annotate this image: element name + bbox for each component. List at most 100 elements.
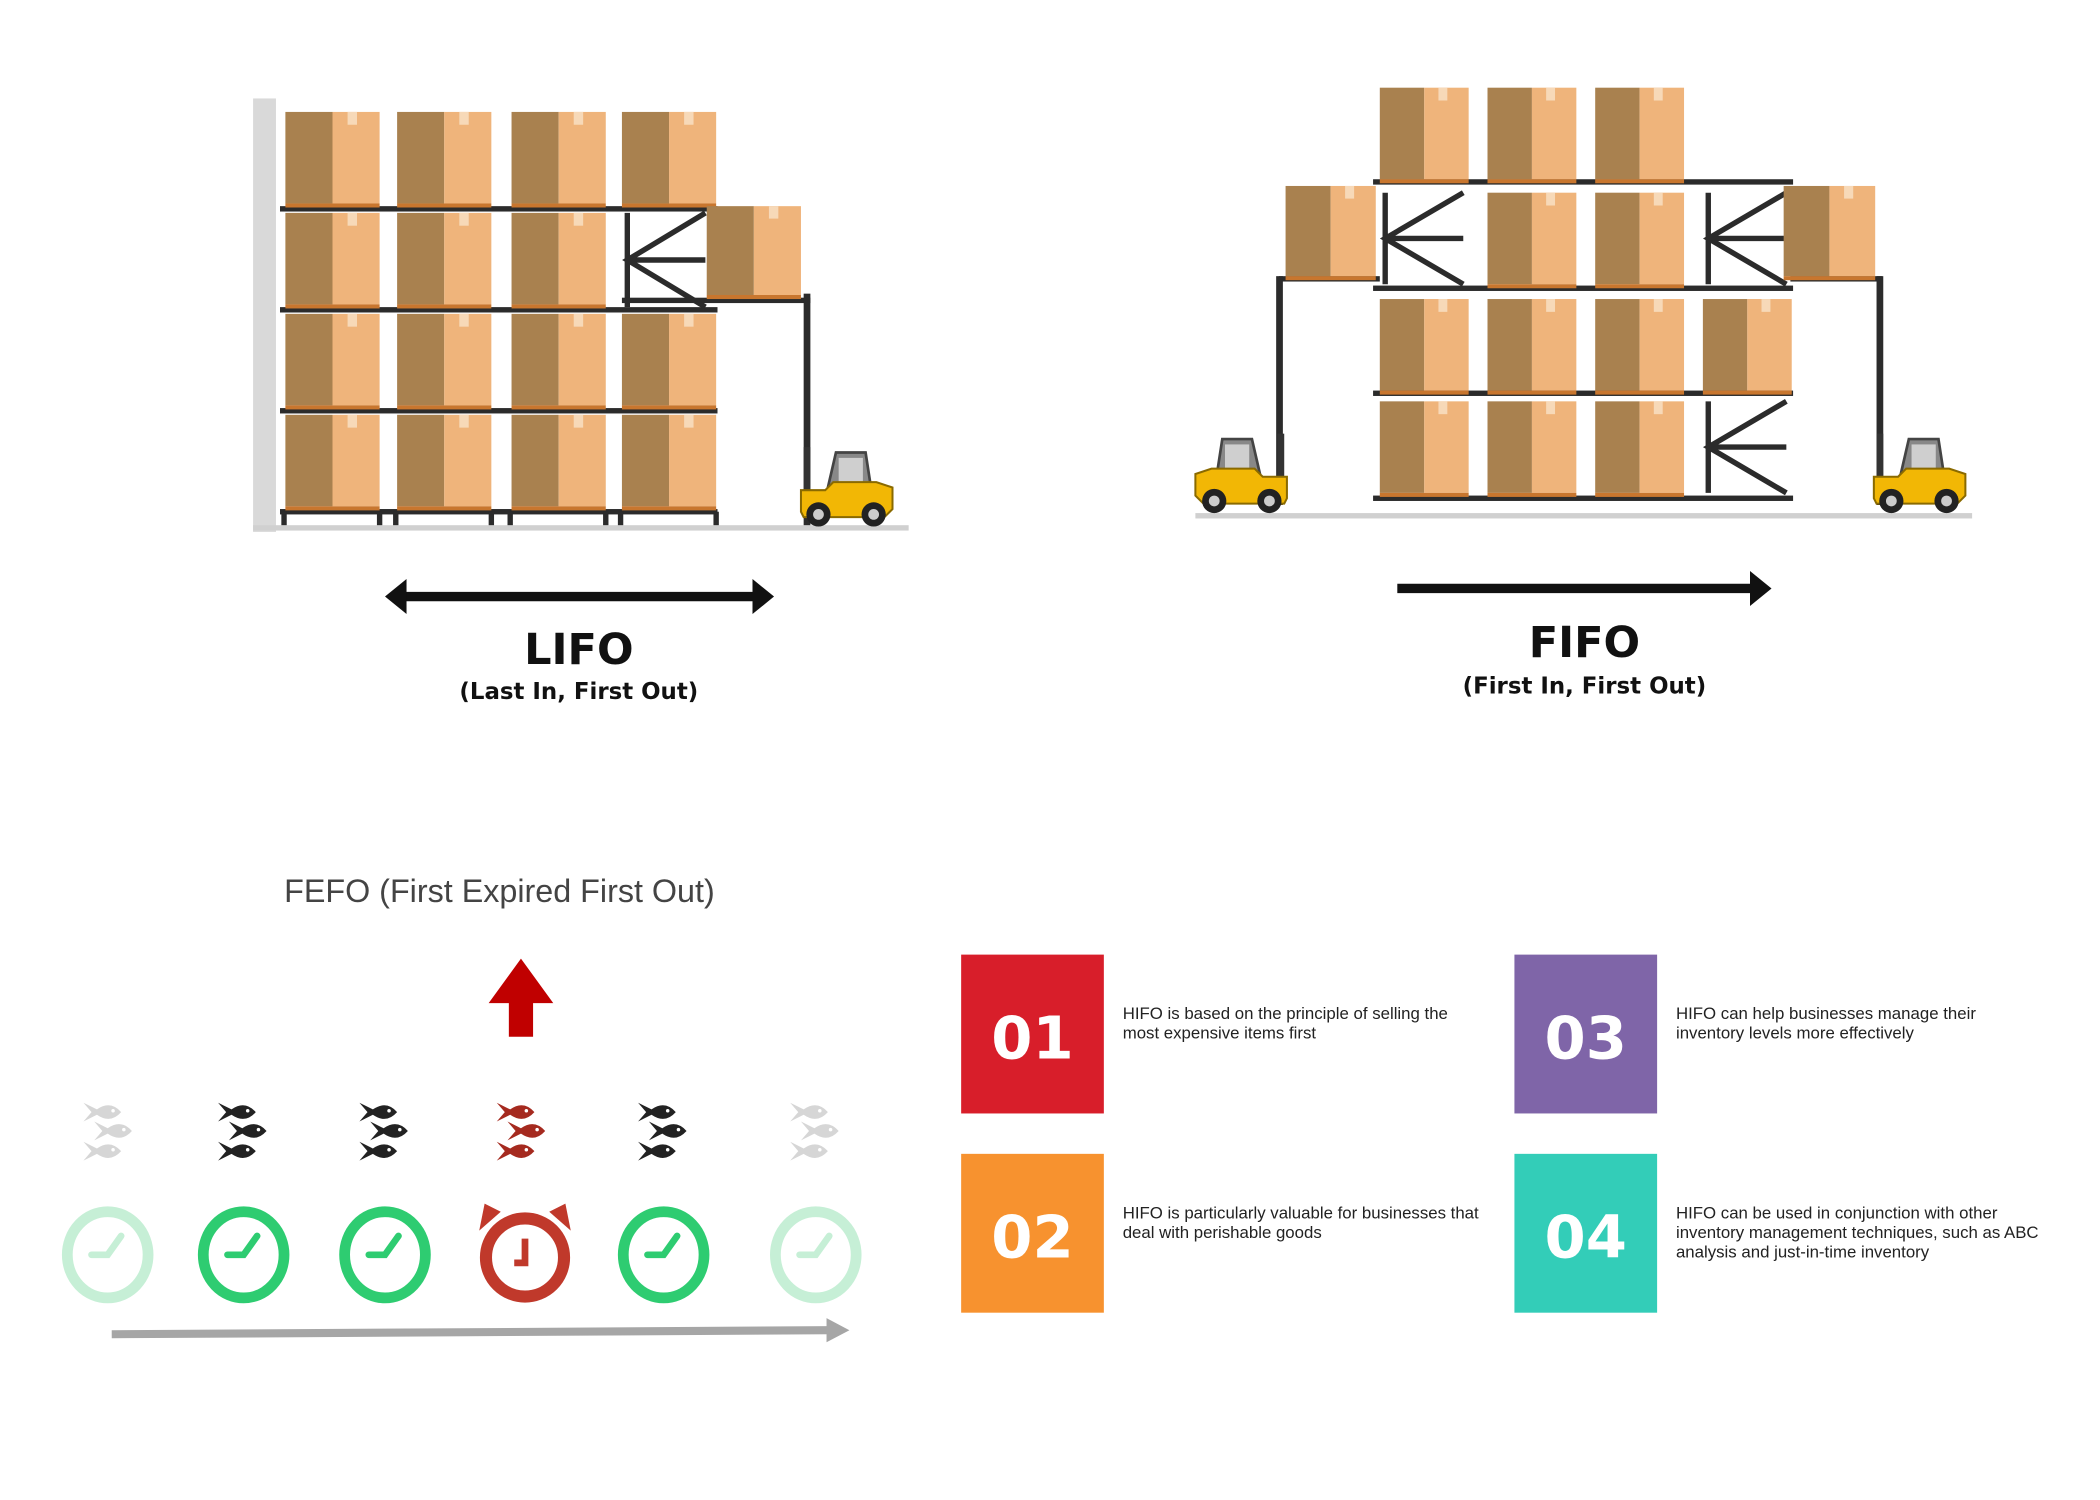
box <box>397 111 492 208</box>
box <box>397 313 492 410</box>
fish-icon <box>218 1102 256 1122</box>
fish-group-icon <box>638 1102 687 1161</box>
box <box>1702 299 1792 395</box>
box <box>285 313 380 410</box>
box <box>511 212 606 309</box>
box <box>1595 401 1685 497</box>
rack-post <box>1876 276 1884 505</box>
box <box>397 212 492 309</box>
clock-icon <box>197 1206 290 1304</box>
hifo-card: 02 HIFO is particularly valuable for busi… <box>961 1153 1479 1313</box>
hifo-card: 04 HIFO can be used in conjunction with o… <box>1514 1153 2039 1313</box>
box <box>1379 299 1469 395</box>
hifo-description-line: HIFO is particularly valuable for busine… <box>1123 1203 1479 1222</box>
fish-icon <box>790 1141 828 1161</box>
hifo-description-line: inventory management techniques, such as… <box>1676 1223 2039 1242</box>
fish-group-icon <box>496 1102 546 1161</box>
shelf-beam <box>280 206 718 212</box>
fish-icon <box>790 1102 828 1122</box>
box <box>1595 299 1685 395</box>
fish-group-icon <box>83 1102 132 1161</box>
hifo-number: 03 <box>1545 1003 1627 1072</box>
fifo-subtitle: (First In, First Out) <box>1463 673 1707 699</box>
fish-icon <box>496 1141 535 1161</box>
rack-post <box>803 293 811 526</box>
box <box>511 111 606 208</box>
shelf-beam <box>280 509 718 515</box>
fish-icon <box>359 1141 398 1161</box>
fish-icon <box>638 1102 676 1122</box>
box <box>1487 401 1577 497</box>
fish-icon <box>228 1121 267 1141</box>
rack-brace <box>1702 399 1788 496</box>
floor <box>253 525 909 531</box>
box <box>1487 299 1577 395</box>
box <box>706 206 801 300</box>
shelf-beam <box>621 297 811 304</box>
hifo-number-tile <box>961 954 1104 1114</box>
box <box>397 414 492 511</box>
hifo-description-line: most expensive items first <box>1123 1024 1317 1043</box>
shelf-beam <box>280 408 718 414</box>
lifo-rack-illustration <box>253 98 909 532</box>
box <box>1285 185 1376 281</box>
box <box>1595 192 1685 289</box>
rack-brace <box>1379 190 1465 287</box>
hifo-description-line: HIFO can be used in conjunction with oth… <box>1676 1203 1998 1222</box>
hifo-description-line: inventory levels more effectively <box>1676 1024 1915 1043</box>
hifo-number: 01 <box>991 1003 1073 1072</box>
box <box>1487 192 1577 289</box>
shelf-beam <box>1373 495 1794 501</box>
hifo-description-line: HIFO can help businesses manage their <box>1676 1004 1976 1023</box>
fifo-title: FIFO <box>1529 618 1640 668</box>
box <box>285 111 380 208</box>
rack-post <box>1276 276 1283 505</box>
fish-icon <box>370 1121 408 1141</box>
hifo-number: 04 <box>1545 1203 1627 1272</box>
box <box>285 414 380 511</box>
fish-icon <box>83 1141 122 1161</box>
clock-icon <box>61 1206 154 1304</box>
hifo-number-tile <box>1514 954 1658 1114</box>
fish-icon <box>638 1141 676 1161</box>
shelf-beam <box>1373 179 1794 185</box>
back-wall <box>253 98 276 532</box>
fish-group-icon <box>359 1102 408 1161</box>
expire-up-arrow-icon <box>488 958 554 1037</box>
fifo-rack-illustration <box>1194 87 1973 519</box>
fifo-right-arrow <box>1397 570 1772 606</box>
clock-icon <box>339 1206 431 1304</box>
floor <box>1195 513 1973 519</box>
fish-group-icon <box>218 1102 267 1161</box>
fish-group-icon <box>790 1102 839 1161</box>
forklift-icon <box>799 447 894 527</box>
fish-icon <box>800 1121 839 1141</box>
box <box>1379 87 1469 184</box>
fish-icon <box>94 1121 132 1141</box>
fish-icon <box>496 1102 535 1122</box>
box <box>1595 87 1685 184</box>
fish-icon <box>218 1141 256 1161</box>
rack-brace <box>622 210 707 310</box>
fish-icon <box>83 1102 122 1122</box>
fefo-timeline <box>61 1102 862 1304</box>
fish-icon <box>359 1102 398 1122</box>
shelf-beam <box>280 307 718 313</box>
alarm-clock-icon <box>479 1203 571 1303</box>
hifo-number-tile <box>961 1153 1104 1313</box>
hifo-card: 03 HIFO can help businesses manage theiri… <box>1514 954 1976 1114</box>
hifo-number: 02 <box>991 1203 1073 1272</box>
hifo-number-tile <box>1514 1153 1658 1313</box>
rack-brace <box>1702 190 1788 287</box>
clock-icon <box>617 1206 710 1304</box>
box <box>285 212 380 309</box>
lifo-title: LIFO <box>524 625 634 675</box>
fish-icon <box>648 1121 687 1141</box>
forklift-icon <box>1194 433 1288 514</box>
box <box>511 414 606 511</box>
timeline-arrow <box>111 1318 850 1343</box>
